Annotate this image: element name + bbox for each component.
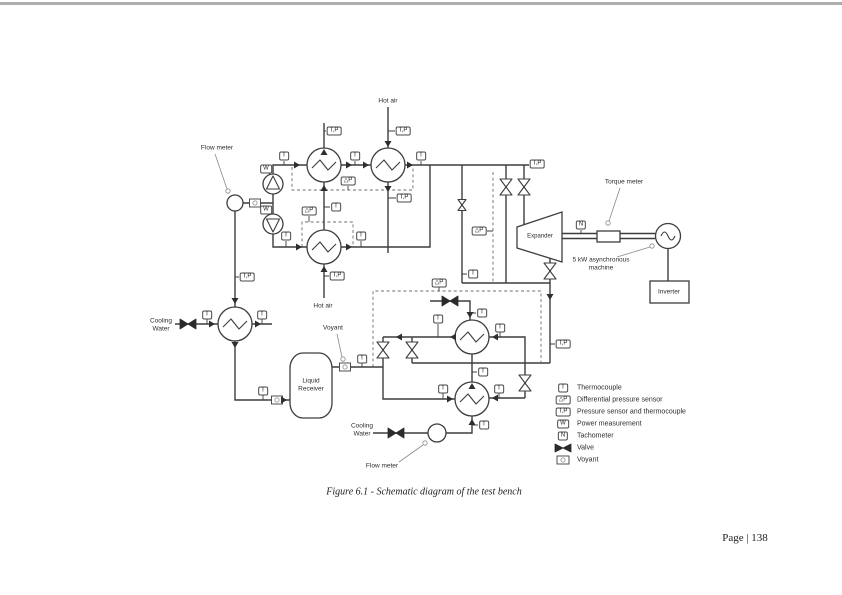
asynchronous-machine-symbol <box>654 222 682 250</box>
pressure-temp-badge: T,P <box>239 272 255 282</box>
pump-2 <box>262 213 284 235</box>
pressure-temp-badge: T,P <box>329 271 345 281</box>
thermocouple-badge: T <box>202 310 212 320</box>
cooling-water-bottom-label: Cooling Water <box>350 422 374 438</box>
legend-thermocouple-icon: T <box>558 383 568 393</box>
pump-1 <box>262 173 284 195</box>
legend-power-icon: W <box>557 419 569 429</box>
hot-air-top-label: Hot air <box>378 97 398 105</box>
hot-air-bottom-label: Hot air <box>313 302 333 310</box>
thermocouple-badge: T <box>433 314 443 324</box>
valve-vertical <box>517 178 531 196</box>
figure-caption: Figure 6.1 - Schematic diagram of the te… <box>326 486 522 498</box>
heat-exchanger-1 <box>306 147 342 183</box>
flow-arrows <box>209 141 554 425</box>
pressure-temp-badge: T,P <box>395 126 411 136</box>
sensor-stems <box>206 130 582 426</box>
thermocouple-badge: T <box>279 151 289 161</box>
diff-pressure-badge: △P <box>431 278 447 288</box>
thermocouple-badge: T <box>350 151 360 161</box>
valve-vertical <box>405 341 419 359</box>
condenser-left <box>217 306 253 342</box>
page-number: Page | 138 <box>722 532 768 544</box>
valve-horizontal <box>179 318 197 330</box>
expander-label: Expander <box>527 233 553 240</box>
voyant-label: Voyant <box>323 324 343 332</box>
legend-valve-icon <box>554 443 572 453</box>
valve-horizontal <box>441 295 459 307</box>
label-leaders <box>214 153 655 463</box>
valves <box>179 178 557 439</box>
legend-pressure-temp-icon: T,P <box>555 407 571 417</box>
torque-meter-label: Torque meter <box>604 178 644 186</box>
legend-item-label: Pressure sensor and thermocouple <box>577 408 686 416</box>
legend-item-label: Power measurement <box>577 420 642 428</box>
tachometer-badge: N <box>575 220 587 230</box>
legend-item-label: Thermocouple <box>577 384 622 392</box>
legend-item-label: Differential pressure sensor <box>577 396 663 404</box>
thermocouple-badge: T <box>468 269 478 279</box>
dashed-sensor-lines <box>291 167 542 367</box>
legend-item-label: Tachometer <box>577 432 614 440</box>
liquid-receiver-label: Liquid Receiver <box>298 377 324 393</box>
thermocouple-badge: T <box>281 231 291 241</box>
thermocouple-badge: T <box>257 310 267 320</box>
power-measurement-badge: W <box>260 205 272 215</box>
thermocouple-badge: T <box>331 202 341 212</box>
thermocouple-badge: T <box>479 420 489 430</box>
thermocouple-badge: T <box>258 386 268 396</box>
heat-exchanger-2 <box>370 147 406 183</box>
flow-meter-bottom-symbol <box>427 423 447 443</box>
diff-pressure-badge: △P <box>471 226 487 236</box>
valve-vertical <box>543 262 557 280</box>
voyant-symbols <box>249 198 351 405</box>
thermocouple-badge: T <box>357 354 367 364</box>
thermocouple-badge: T <box>438 384 448 394</box>
valve-vertical <box>376 341 390 359</box>
legend-diff-pressure-icon: △P <box>555 395 571 405</box>
flow-meter-bottom-label: Flow meter <box>365 462 399 470</box>
liquid-receiver-vessel <box>289 352 333 419</box>
diff-pressure-badge: △P <box>301 206 317 216</box>
thermocouple-badge: T <box>477 308 487 318</box>
page-top-border <box>0 2 842 5</box>
heat-exchangers <box>217 147 490 417</box>
recuperator-upper <box>454 319 490 355</box>
heat-exchanger-3 <box>306 229 342 265</box>
expander-symbol <box>516 211 563 263</box>
valve-small <box>457 198 467 212</box>
torque-meter-symbol <box>596 230 621 243</box>
valve-vertical <box>499 178 513 196</box>
recuperator-lower <box>454 381 490 417</box>
thermocouple-badge: T <box>494 384 504 394</box>
inverter-box <box>649 280 690 304</box>
pressure-temp-badge: T,P <box>326 126 342 136</box>
valve-vertical <box>518 374 532 392</box>
flow-meter-top-symbol <box>226 194 244 212</box>
thermocouple-badge: T <box>495 323 505 333</box>
inverter-label: Inverter <box>657 288 681 296</box>
thermocouple-badge: T <box>356 231 366 241</box>
thermocouple-badge: T <box>478 367 488 377</box>
diff-pressure-badge: △P <box>340 176 356 186</box>
legend-item-label: Valve <box>577 444 594 452</box>
thermocouple-badge: T <box>416 151 426 161</box>
valve-horizontal <box>387 427 405 439</box>
pressure-temp-badge: T,P <box>555 339 571 349</box>
cooling-water-left-label: Cooling Water <box>149 317 173 333</box>
power-measurement-badge: W <box>260 164 272 174</box>
legend-item-label: Voyant <box>577 456 599 464</box>
flow-meter-top-label: Flow meter <box>200 144 234 152</box>
pressure-temp-badge: T,P <box>396 193 412 203</box>
machine-label: 5 kW asynchronous machine <box>572 256 630 272</box>
legend-voyant-icon <box>556 455 570 465</box>
legend-tachometer-icon: N <box>557 431 569 441</box>
pressure-temp-badge: T,P <box>529 159 545 169</box>
